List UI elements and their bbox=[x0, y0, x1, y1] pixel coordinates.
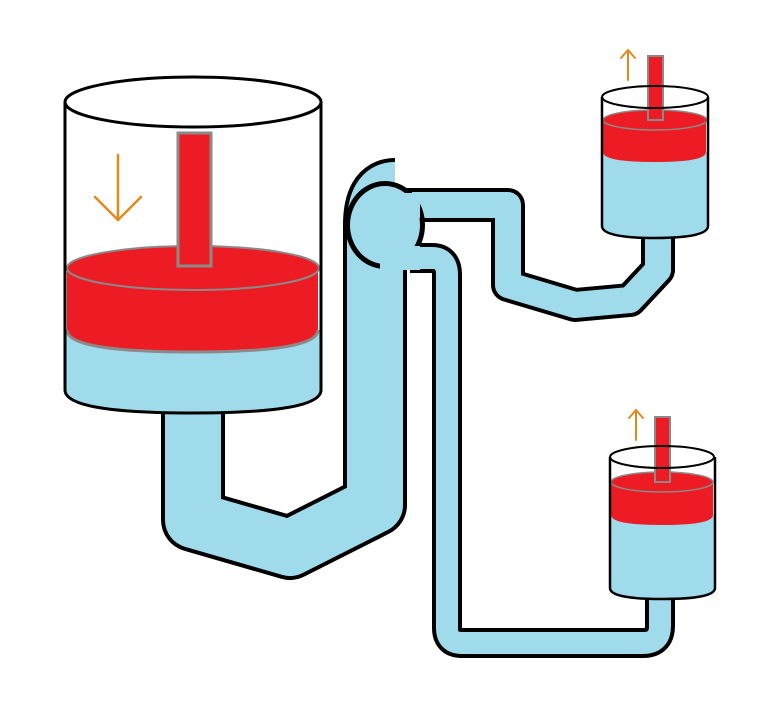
slave-top-walls bbox=[600, 97, 710, 240]
slave-bottom-piston-rod bbox=[654, 416, 671, 483]
lower-branch-fluid bbox=[410, 247, 671, 654]
master-cylinder-walls bbox=[63, 102, 323, 415]
master-piston bbox=[67, 268, 318, 352]
slave-cylinder-bottom bbox=[608, 408, 717, 601]
slave-bottom-fluid bbox=[610, 515, 714, 598]
upper-branch-fluid bbox=[390, 192, 671, 318]
arrow-up-icon bbox=[628, 408, 644, 441]
slave-cylinder-top bbox=[600, 48, 710, 240]
slave-bottom-piston bbox=[611, 482, 713, 525]
arrow-down-icon bbox=[93, 153, 143, 222]
master-cylinder bbox=[63, 75, 323, 415]
master-cylinder-rim bbox=[63, 75, 323, 129]
master-piston-rod bbox=[176, 131, 213, 268]
junction-bridge-fluid-low bbox=[380, 246, 420, 270]
slave-top-piston bbox=[603, 120, 706, 162]
arrow-up-icon bbox=[620, 48, 636, 81]
slave-top-piston-rod bbox=[647, 55, 664, 121]
slave-top-fluid bbox=[602, 152, 707, 238]
hydraulic-pipes bbox=[161, 158, 675, 658]
slave-bottom-walls bbox=[608, 457, 717, 601]
master-piston-bottom-edge bbox=[65, 329, 320, 354]
junction-bridge-fluid bbox=[380, 193, 420, 218]
